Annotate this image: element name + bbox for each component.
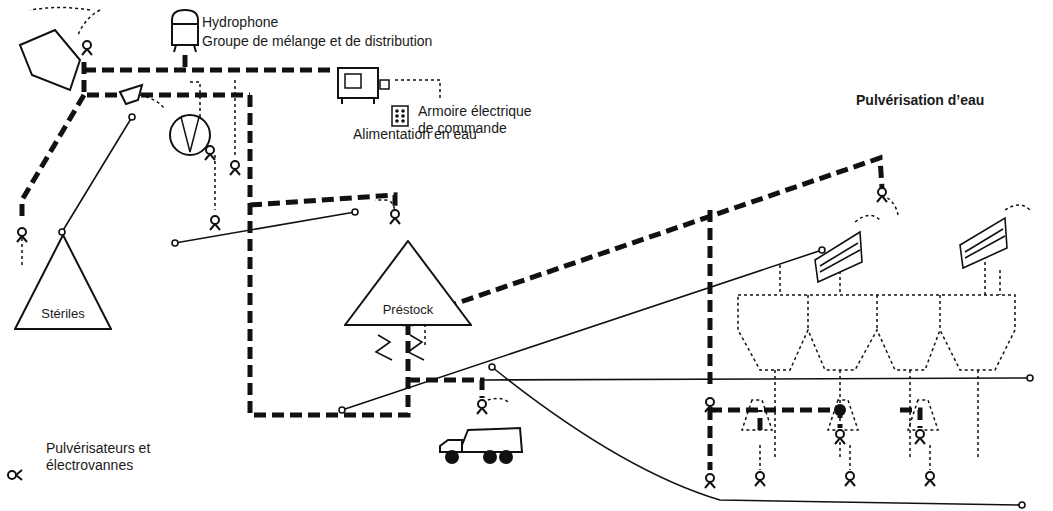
part-label: Groupe de mélange et de distribution [202, 33, 432, 50]
node-text: Préstock [344, 302, 472, 317]
stockpile-triangle: Stériles [14, 234, 112, 330]
diagram-title: Pulvérisation d’eau [856, 92, 984, 109]
part-label: Alimentation en eau [353, 126, 477, 143]
legend-text: Pulvérisateurs et électrovannes [46, 440, 176, 474]
part-label: Hydrophone [202, 14, 278, 31]
node-text: Stériles [14, 306, 112, 321]
stockpile-triangle: Préstock [344, 240, 472, 326]
